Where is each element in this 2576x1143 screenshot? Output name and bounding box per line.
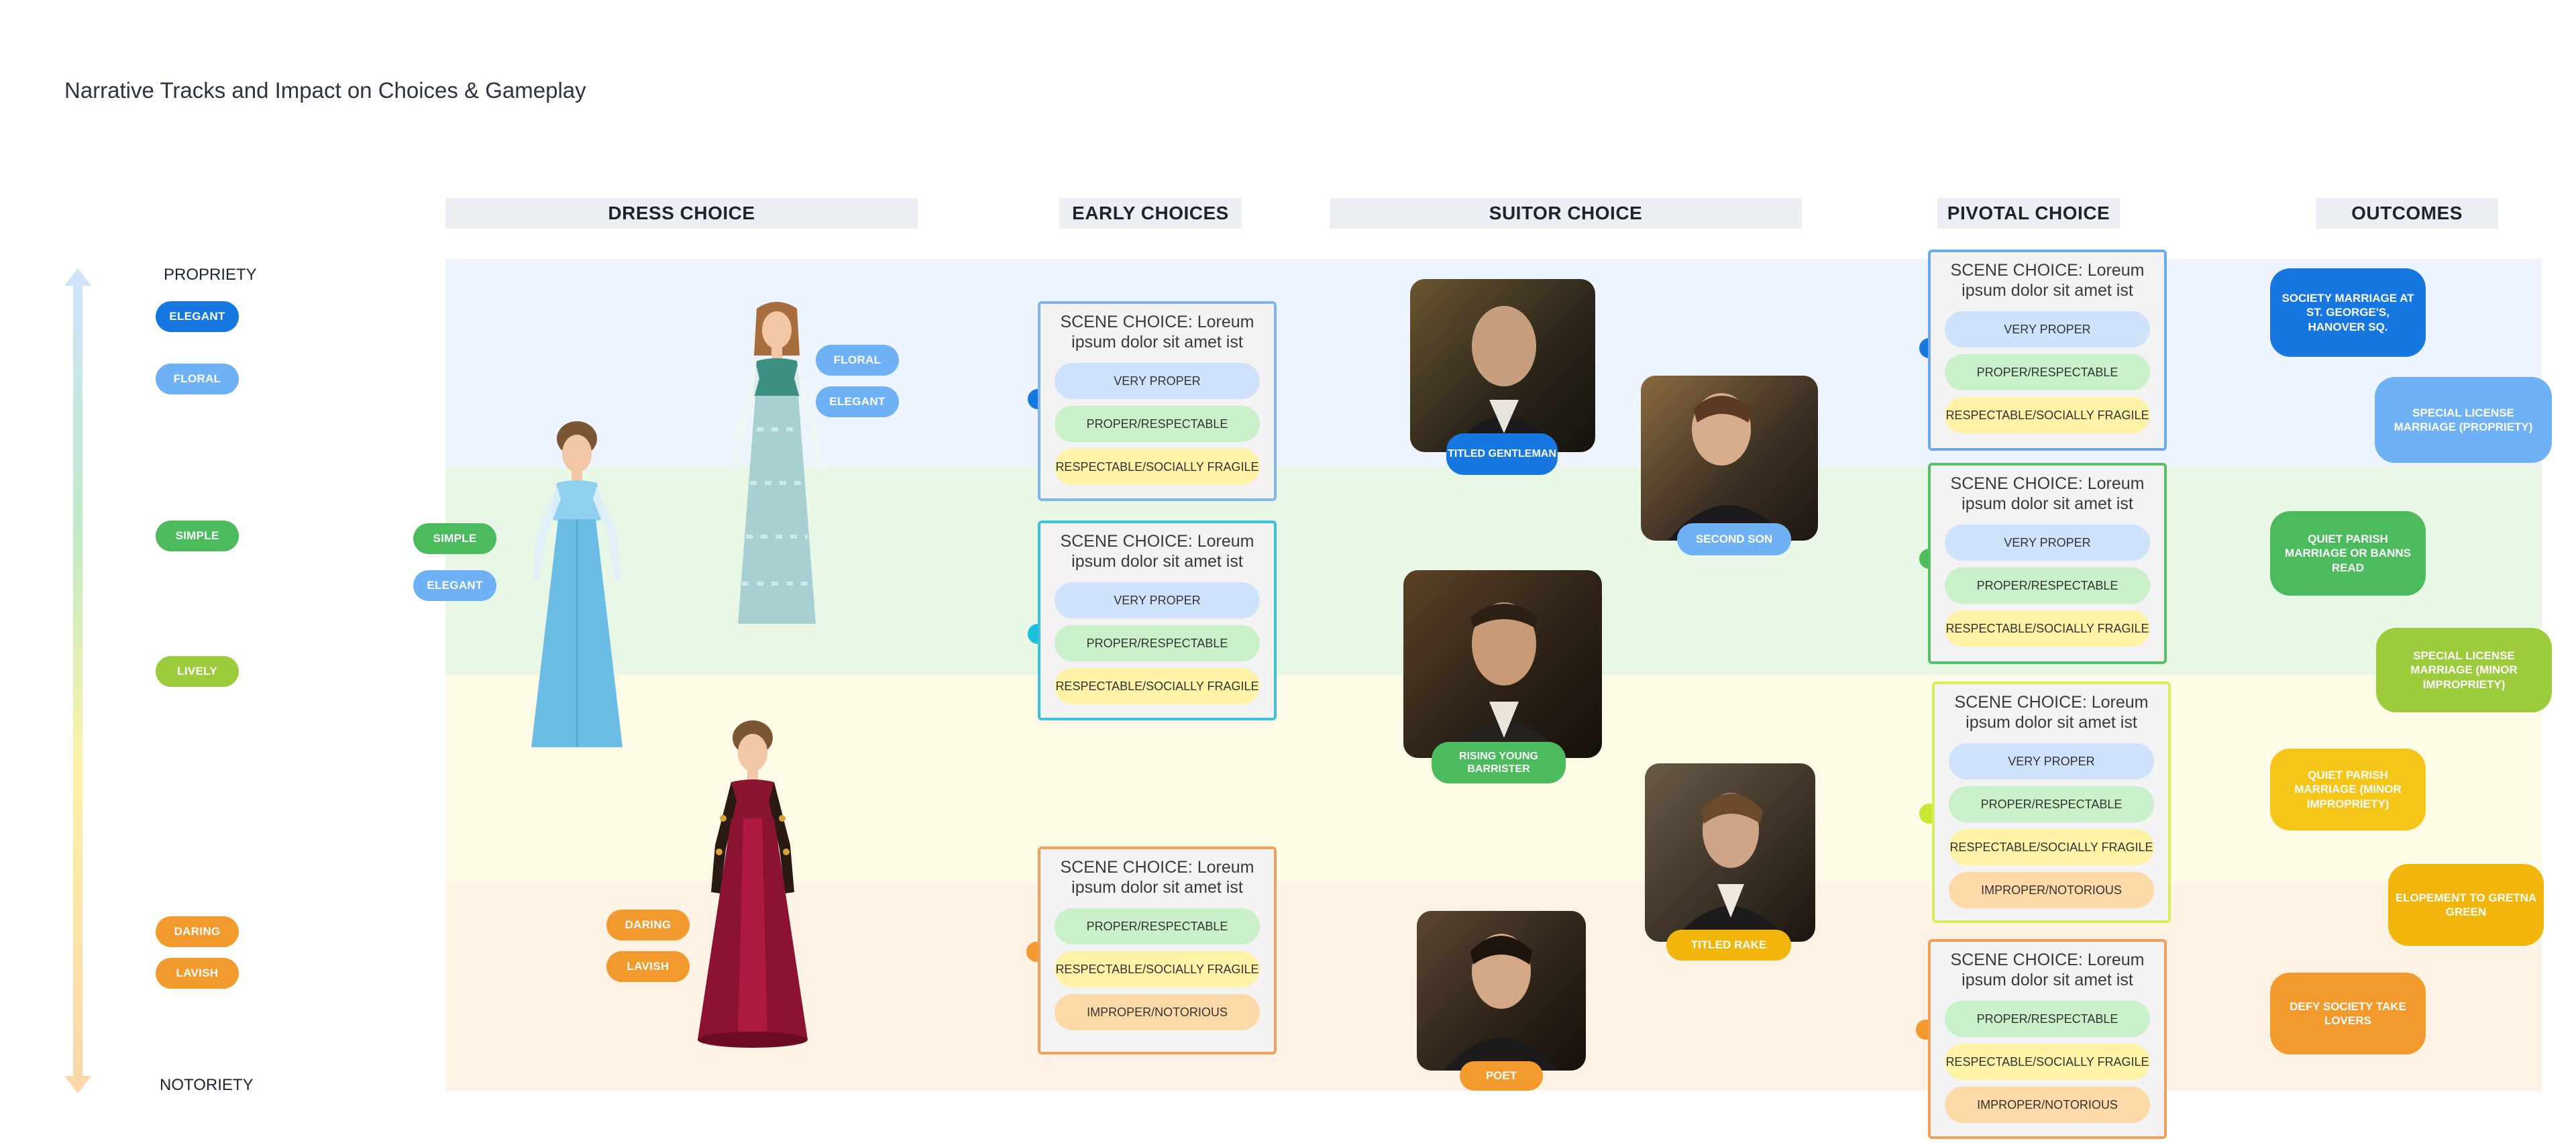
scene-title: SCENE CHOICE: Loreum ipsum dolor sit ame… — [1950, 261, 2145, 300]
scene-title: SCENE CHOICE: Loreum ipsum dolor sit ame… — [1950, 950, 2145, 989]
pivotal-scene-card[interactable]: SCENE CHOICE: Loreum ipsum dolor sit ame… — [1928, 250, 2167, 451]
early-scene-card[interactable]: SCENE CHOICE: Loreum ipsum dolor sit ame… — [1038, 847, 1277, 1054]
dress-tag-elegant: ELEGANT — [413, 570, 496, 601]
suitor-photo-second-son[interactable] — [1641, 376, 1818, 541]
dress-tag-elegant: ELEGANT — [816, 386, 899, 417]
suitor-photo-poet[interactable] — [1417, 911, 1586, 1071]
option-proper[interactable]: PROPER/RESPECTABLE — [1945, 354, 2150, 390]
dress-tag-floral: FLORAL — [816, 345, 899, 376]
pivotal-scene-card[interactable]: SCENE CHOICE: Loreum ipsum dolor sit ame… — [1928, 939, 2167, 1139]
scale-tag-simple: SIMPLE — [156, 521, 239, 551]
scale-tag-elegant: ELEGANT — [156, 301, 239, 332]
suitor-photo-titled-gentleman[interactable] — [1410, 279, 1595, 452]
option-notorious[interactable]: IMPROPER/NOTORIOUS — [1945, 1087, 2150, 1123]
option-notorious[interactable]: IMPROPER/NOTORIOUS — [1055, 994, 1260, 1030]
option-very-proper[interactable]: VERY PROPER — [1945, 311, 2150, 347]
axis-bottom-label: NOTORIETY — [160, 1076, 254, 1094]
dress-tag-simple: SIMPLE — [413, 523, 496, 554]
scene-title: SCENE CHOICE: Loreum ipsum dolor sit ame… — [1950, 474, 2145, 513]
outcome-defy-society[interactable]: DEFY SOCIETY TAKE LOVERS — [2270, 973, 2426, 1054]
scene-title: SCENE CHOICE: Loreum ipsum dolor sit ame… — [1060, 313, 1254, 351]
option-proper[interactable]: PROPER/RESPECTABLE — [1949, 786, 2154, 822]
option-proper[interactable]: PROPER/RESPECTABLE — [1055, 406, 1260, 442]
option-fragile[interactable]: RESPECTABLE/SOCIALLY FRAGILE — [1945, 1044, 2150, 1080]
option-very-proper[interactable]: VERY PROPER — [1945, 525, 2150, 561]
scale-tag-floral: FLORAL — [156, 364, 239, 394]
option-fragile[interactable]: RESPECTABLE/SOCIALLY FRAGILE — [1949, 829, 2154, 865]
option-very-proper[interactable]: VERY PROPER — [1055, 582, 1260, 618]
outcome-quiet-parish[interactable]: QUIET PARISH MARRIAGE OR BANNS READ — [2270, 511, 2426, 596]
axis-top-label: PROPRIETY — [164, 266, 257, 284]
option-fragile[interactable]: RESPECTABLE/SOCIALLY FRAGILE — [1945, 610, 2150, 647]
suitor-photo-rake[interactable] — [1645, 763, 1815, 942]
suitor-tag-rake: TITLED RAKE — [1666, 930, 1791, 961]
option-fragile[interactable]: RESPECTABLE/SOCIALLY FRAGILE — [1055, 951, 1260, 987]
outcome-special-license-propriety[interactable]: SPECIAL LICENSE MARRIAGE (PROPRIETY) — [2375, 377, 2552, 463]
dress-floral-figure[interactable] — [710, 295, 844, 631]
outcome-special-license-minor[interactable]: SPECIAL LICENSE MARRIAGE (MINOR IMPROPRI… — [2376, 628, 2552, 712]
scene-title: SCENE CHOICE: Loreum ipsum dolor sit ame… — [1060, 532, 1254, 571]
scale-tag-daring: DARING — [156, 916, 239, 947]
option-fragile[interactable]: RESPECTABLE/SOCIALLY FRAGILE — [1055, 668, 1260, 704]
outcome-quiet-parish-minor[interactable]: QUIET PARISH MARRIAGE (MINOR IMPROPRIETY… — [2270, 749, 2426, 830]
dress-tag-lavish: LAVISH — [606, 951, 690, 982]
scale-tag-lively: LIVELY — [156, 656, 239, 687]
outcome-elopement[interactable]: ELOPEMENT TO GRETNA GREEN — [2388, 864, 2544, 946]
option-proper[interactable]: PROPER/RESPECTABLE — [1055, 908, 1260, 944]
scene-title: SCENE CHOICE: Loreum ipsum dolor sit ame… — [1060, 858, 1254, 897]
early-scene-card[interactable]: SCENE CHOICE: Loreum ipsum dolor sit ame… — [1038, 301, 1277, 501]
suitor-photo-barrister[interactable] — [1403, 570, 1602, 758]
early-scene-card[interactable]: SCENE CHOICE: Loreum ipsum dolor sit ame… — [1038, 521, 1277, 720]
header-early-choices: EARLY CHOICES — [1059, 198, 1242, 229]
outcome-society-marriage[interactable]: SOCIETY MARRIAGE AT ST. GEORGE'S, HANOVE… — [2270, 268, 2426, 357]
dress-lavish-figure[interactable] — [679, 718, 826, 1053]
header-pivotal-choice: PIVOTAL CHOICE — [1937, 198, 2120, 229]
option-very-proper[interactable]: VERY PROPER — [1055, 363, 1260, 399]
suitor-tag-poet: POET — [1460, 1061, 1543, 1091]
scale-arrow — [64, 268, 91, 1093]
suitor-tag-titled-gentleman: TITLED GENTLEMAN — [1446, 433, 1558, 475]
option-very-proper[interactable]: VERY PROPER — [1949, 743, 2154, 779]
header-dress-choice: DRESS CHOICE — [445, 198, 918, 229]
suitor-tag-second-son: SECOND SON — [1677, 523, 1791, 555]
option-proper[interactable]: PROPER/RESPECTABLE — [1945, 1001, 2150, 1037]
dress-tag-daring: DARING — [606, 910, 690, 940]
dress-simple-figure[interactable] — [510, 419, 644, 754]
option-fragile[interactable]: RESPECTABLE/SOCIALLY FRAGILE — [1055, 449, 1260, 485]
option-proper[interactable]: PROPER/RESPECTABLE — [1945, 567, 2150, 604]
option-proper[interactable]: PROPER/RESPECTABLE — [1055, 625, 1260, 661]
header-outcomes: OUTCOMES — [2316, 198, 2498, 229]
scene-title: SCENE CHOICE: Loreum ipsum dolor sit ame… — [1954, 693, 2149, 732]
pivotal-scene-card[interactable]: SCENE CHOICE: Loreum ipsum dolor sit ame… — [1932, 682, 2171, 923]
option-fragile[interactable]: RESPECTABLE/SOCIALLY FRAGILE — [1945, 397, 2150, 433]
pivotal-scene-card[interactable]: SCENE CHOICE: Loreum ipsum dolor sit ame… — [1928, 463, 2167, 664]
scale-tag-lavish: LAVISH — [156, 958, 239, 989]
suitor-tag-barrister: RISING YOUNG BARRISTER — [1432, 742, 1566, 783]
header-suitor-choice: SUITOR CHOICE — [1330, 198, 1802, 229]
option-notorious[interactable]: IMPROPER/NOTORIOUS — [1949, 872, 2154, 908]
page-title: Narrative Tracks and Impact on Choices &… — [64, 78, 586, 103]
